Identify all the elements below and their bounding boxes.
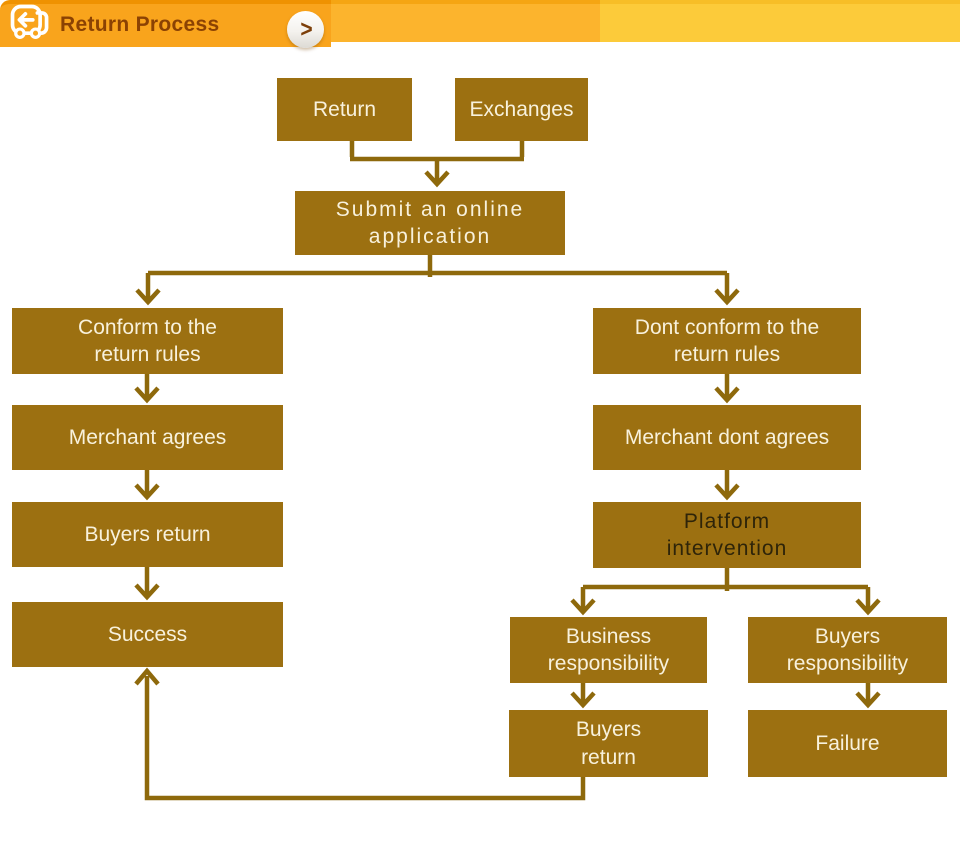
edge-conform-to-merchant-agrees [134, 374, 160, 404]
edge-platform-branch [583, 568, 868, 591]
header-title-tab [0, 0, 331, 47]
edge-merge-to-submit [424, 157, 450, 188]
node-dont-conform-to-return-rules: Dont conform to the return rules [593, 308, 861, 374]
node-failure: Failure [748, 710, 947, 777]
edge-branch-to-business [570, 587, 596, 616]
edge-business-to-buyers-return-mid [570, 683, 596, 709]
edge-buyers-return-loop-to-success [134, 667, 586, 801]
node-business-responsibility: Business responsibility [510, 617, 707, 683]
edge-buyers-return-to-success [134, 567, 160, 601]
edge-merchant-agrees-to-buyers-return [134, 470, 160, 501]
edge-branch-to-dont-conform [714, 273, 740, 306]
edge-merchant-dont-to-platform [714, 470, 740, 501]
header-bar-middle-segment [331, 0, 600, 42]
node-return: Return [277, 78, 412, 141]
node-submit-online-application: Submit an online application [295, 191, 565, 255]
node-exchanges: Exchanges [455, 78, 588, 141]
node-conform-to-return-rules: Conform to the return rules [12, 308, 283, 374]
edge-submit-branch [148, 255, 727, 277]
node-merchant-dont-agrees: Merchant dont agrees [593, 405, 861, 470]
edge-branch-to-conform [135, 273, 161, 306]
node-merchant-agrees: Merchant agrees [12, 405, 283, 470]
node-buyers-return-middle: Buyers return [509, 710, 708, 777]
edge-return-exchanges-merge [349, 141, 525, 162]
return-truck-icon [10, 4, 49, 39]
node-platform-intervention: Platform intervention [593, 502, 861, 568]
edge-buyers-resp-to-failure [855, 683, 881, 709]
next-button[interactable]: > [287, 11, 324, 48]
chevron-right-icon: > [300, 16, 313, 43]
edge-dont-conform-to-merchant-dont [714, 374, 740, 404]
header-bar-right-segment [600, 0, 960, 42]
node-buyers-return: Buyers return [12, 502, 283, 567]
edge-branch-to-buyers-resp [855, 587, 881, 616]
node-buyers-responsibility: Buyers responsibility [748, 617, 947, 683]
node-success: Success [12, 602, 283, 667]
page-title: Return Process [60, 13, 220, 36]
